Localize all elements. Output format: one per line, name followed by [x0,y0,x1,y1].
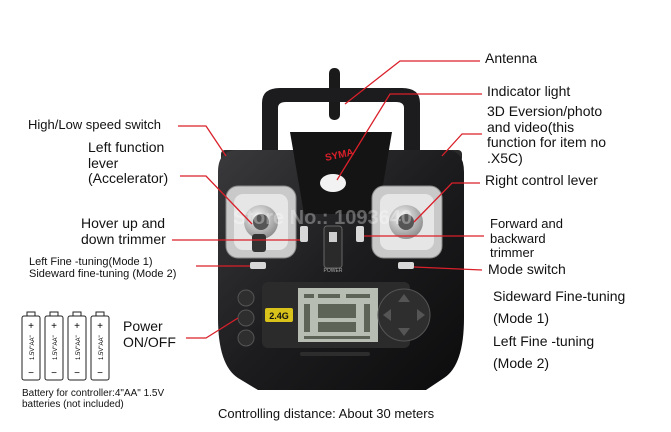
label-left-mode2: Left Fine -tuning (Mode 2) [493,333,595,372]
leader-right-lever [413,182,480,223]
label-distance: Controlling distance: About 30 meters [218,406,435,421]
battery-plus: + [74,321,80,332]
leader-speed-switch [178,125,227,157]
leader-mode-switch [413,266,483,271]
battery-minus: − [51,368,57,379]
label-speed-switch: High/Low speed switch [28,117,161,132]
leader-left-lever [180,175,253,225]
indicator-light [320,174,346,192]
leader-eversion [441,133,482,157]
battery-plus: + [51,321,57,332]
leader-antenna [344,60,480,105]
band-badge: 2.4G [265,308,293,322]
left-fine-tuning-trimmer [250,262,266,269]
aa-battery: +1.5V"AA" − [21,311,41,381]
aa-battery: +1.5V"AA" − [90,311,110,381]
label-antenna: Antenna [485,50,538,66]
battery-label: 1.5V"AA" [76,335,82,360]
battery-minus: − [74,368,80,379]
label-sideward-mode1: Sideward Fine-tuning (Mode 1) [493,288,626,327]
label-hover-trimmer: Hover up and down trimmer [81,215,166,247]
battery-label: 1.5V"AA" [53,335,59,360]
power-button [237,309,255,327]
label-indicator-light: Indicator light [487,83,571,99]
aa-battery: +1.5V"AA" − [67,311,87,381]
battery-group: +1.5V"AA" − +1.5V"AA" − +1.5V"AA" − +1.5V"AA" − [21,311,110,381]
battery-plus: + [97,321,103,332]
battery-plus: + [28,321,34,332]
battery-label: 1.5V"AA" [99,335,105,360]
label-power: Power ON/OFF [123,318,176,350]
right-dpad [377,288,431,342]
aa-battery: +1.5V"AA" − [44,311,64,381]
label-fine-tuning: Left Fine -tuning(Mode 1) Sideward fine-… [29,256,177,281]
leader-power [186,317,239,339]
center-slot [323,225,343,269]
label-left-lever: Left function lever (Accelerator) [88,139,169,187]
label-forward-trimmer: Forward and backward trimmer [490,216,563,261]
power-button-top [237,289,255,307]
battery-minus: − [97,368,103,379]
label-battery-note: Battery for controller:4"AA" 1.5V batter… [22,388,165,411]
power-text: POWER [324,268,343,274]
label-mode-switch: Mode switch [488,261,566,277]
leader-indicator [336,93,482,181]
battery-minus: − [28,368,34,379]
label-right-lever: Right control lever [485,172,598,188]
forward-trimmer [356,226,364,242]
label-eversion: 3D Eversion/photo and video(this functio… [487,103,607,167]
hover-trimmer [300,226,308,242]
watermark: Store No.: 1093640 [233,207,412,229]
mode-switch [398,262,414,269]
power-button-bottom [237,329,255,347]
battery-label: 1.5V"AA" [30,335,36,360]
svg-text:2.4G: 2.4G [269,311,289,321]
